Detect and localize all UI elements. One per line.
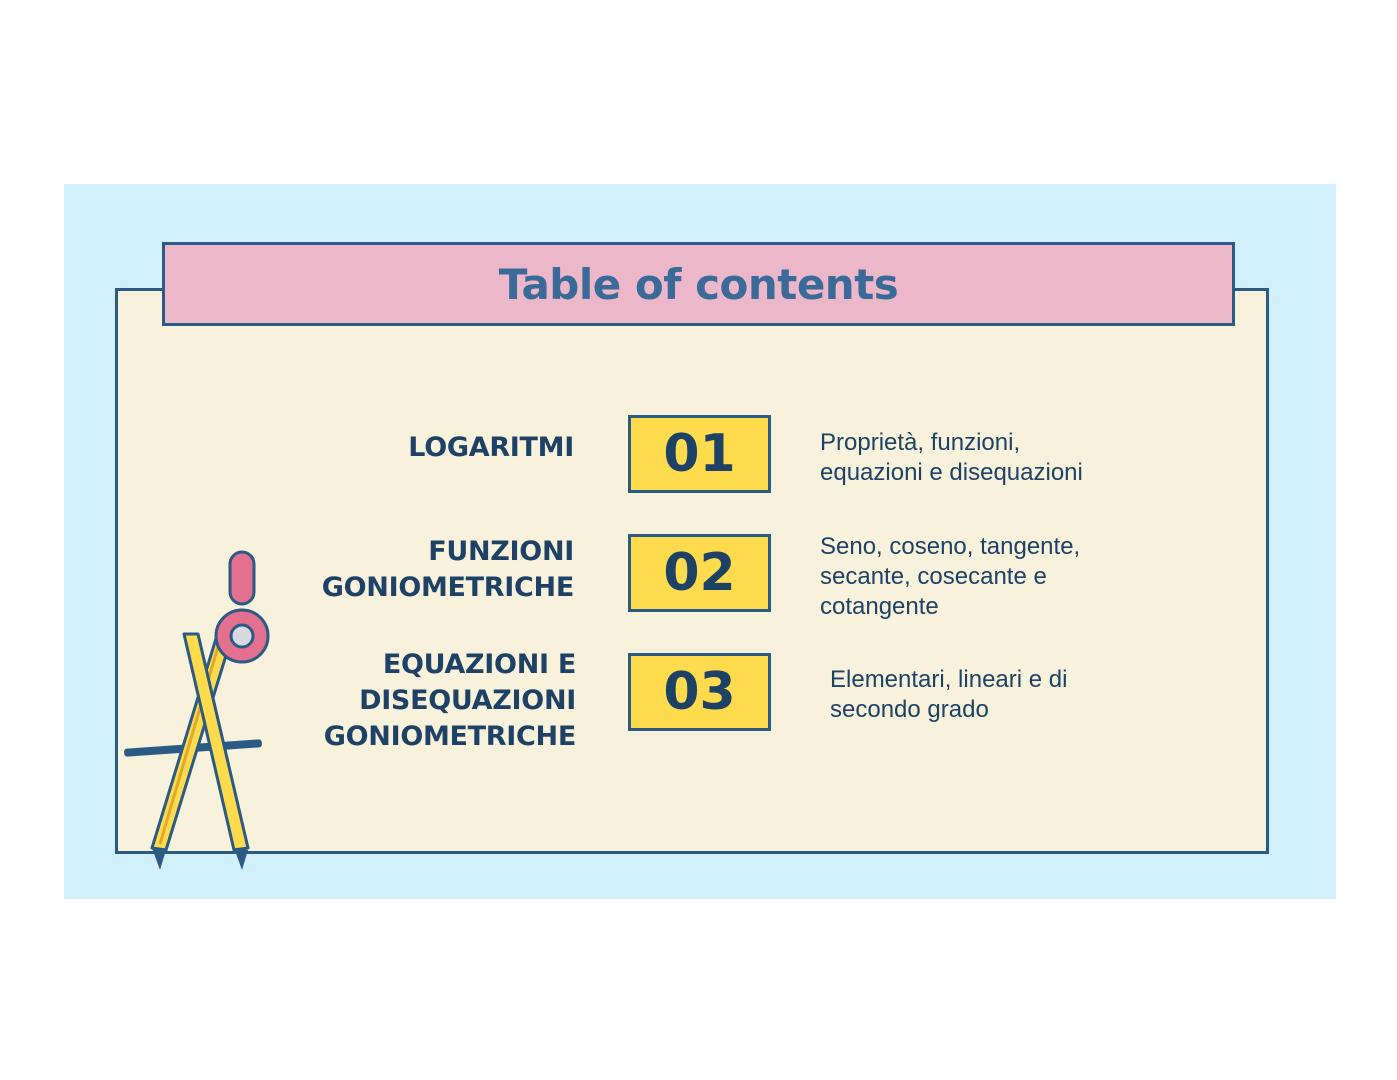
item-number-03: 03: [628, 653, 771, 731]
slide-title: Table of contents: [498, 259, 899, 309]
item-title-line: DISEQUAZIONI: [359, 685, 576, 716]
item-title-line: GONIOMETRICHE: [323, 721, 577, 752]
drawing-compass-icon: [124, 550, 270, 870]
item-description-01: Proprietà, funzioni, equazioni e disequa…: [820, 428, 1120, 488]
title-bar: Table of contents: [162, 242, 1235, 326]
slide: Table of contents LOGARITMI 01 Proprietà…: [64, 184, 1336, 899]
item-description-02: Seno, coseno, tangente, secante, cosecan…: [820, 532, 1120, 622]
item-title-line: LOGARITMI: [408, 432, 574, 463]
item-title-funzioni-goniometriche: FUNZIONI GONIOMETRICHE: [174, 534, 575, 606]
item-description-line: Seno, coseno, tangente,: [820, 533, 1081, 560]
item-description-line: secondo grado: [830, 696, 989, 723]
item-number-02: 02: [628, 534, 771, 612]
item-description-line: Elementari, lineari e di: [830, 666, 1068, 693]
item-description-line: equazioni e disequazioni: [820, 459, 1083, 486]
item-title-logaritmi: LOGARITMI: [174, 430, 574, 466]
item-description-line: Proprietà, funzioni,: [820, 429, 1021, 456]
item-description-line: cotangente: [820, 593, 939, 620]
item-number-01: 01: [628, 415, 771, 493]
item-title-line: EQUAZIONI E: [382, 649, 576, 680]
item-title-equazioni-disequazioni-goniometriche: EQUAZIONI E DISEQUAZIONI GONIOMETRICHE: [176, 647, 577, 755]
item-title-line: GONIOMETRICHE: [321, 572, 575, 603]
item-description-line: secante, cosecante e: [820, 563, 1047, 590]
item-description-03: Elementari, lineari e di secondo grado: [830, 665, 1130, 725]
item-title-line: FUNZIONI: [428, 536, 574, 567]
